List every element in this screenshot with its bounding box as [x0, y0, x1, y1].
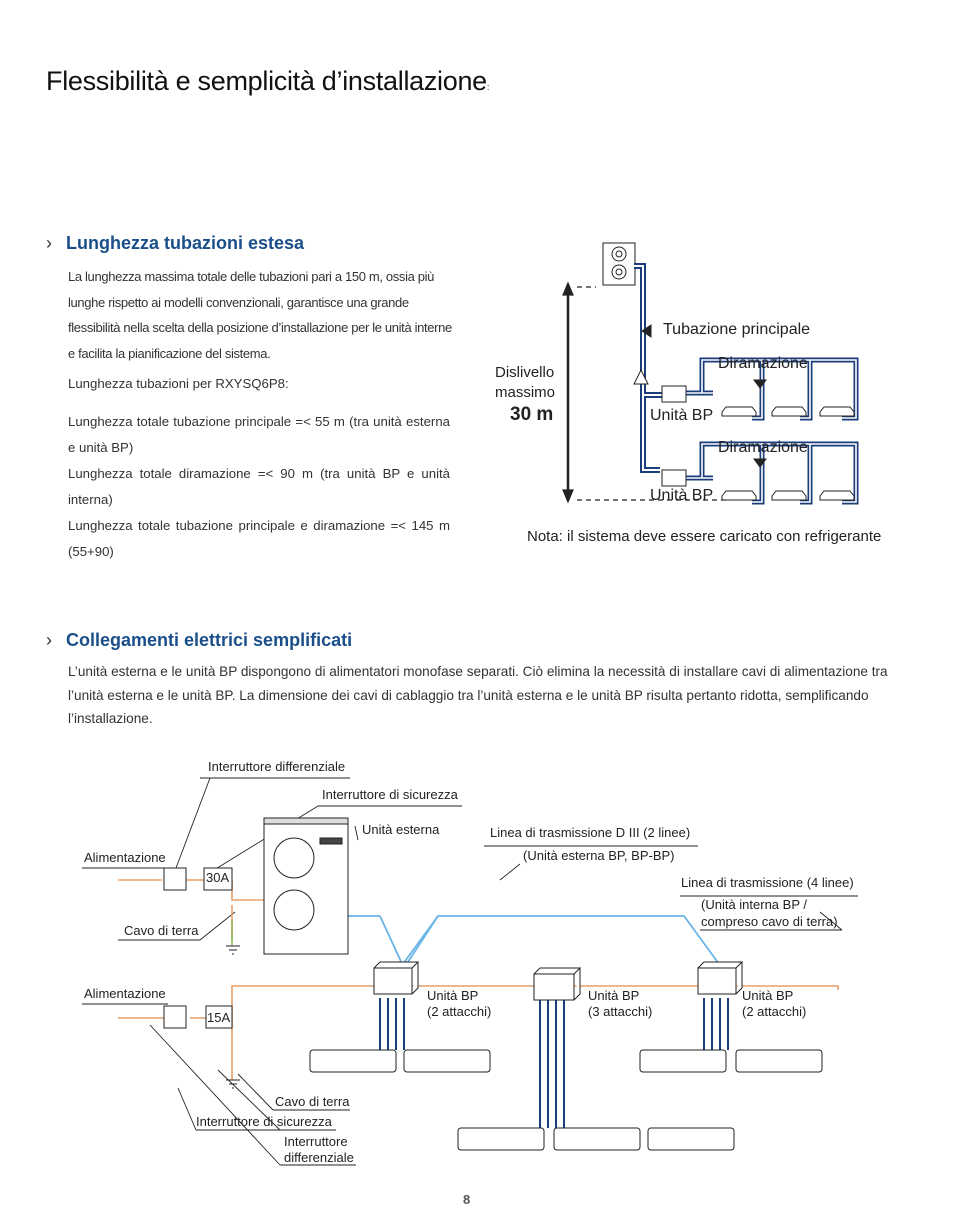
chevron-icon: › — [46, 233, 52, 253]
branch-label-1: Diramazione — [718, 355, 808, 372]
wiring-indoor — [379, 992, 729, 1128]
breaker-box-icon — [163, 1005, 187, 1029]
bp-unit-c-label-1: Unità BP — [742, 988, 794, 1003]
transmission-1-label: Linea di trasmissione D III (2 linee) — [490, 825, 691, 840]
indoor-unit-icon — [771, 406, 807, 417]
indoor-unit-icon — [647, 1127, 735, 1151]
bp-unit-c-label-2: (2 attacchi) — [742, 1004, 807, 1019]
leader-earth-2 — [237, 1073, 350, 1111]
chevron-icon: › — [46, 630, 52, 650]
bp-unit-a-label-1: Unità BP — [427, 988, 479, 1003]
bp-unit-a-label-2: (2 attacchi) — [427, 1004, 492, 1019]
outdoor-unit-label: Unità esterna — [362, 822, 440, 837]
arrow-left-icon — [641, 324, 652, 338]
bp-unit-icon — [661, 469, 687, 487]
specs-title: Lunghezza tubazioni per RXYSQ6P8: — [68, 376, 289, 391]
transmission-2-sub-1: (Unità interna BP / — [701, 897, 807, 912]
arrow-up-icon — [562, 281, 574, 296]
indoor-unit-icon — [309, 1049, 397, 1073]
ground-symbol-icon — [226, 945, 240, 955]
leader-earth-1 — [118, 911, 236, 941]
section-heading-piping: ›Lunghezza tubazioni estesa — [46, 233, 305, 253]
bp-unit-b-label-2: (3 attacchi) — [588, 1004, 653, 1019]
piping-units — [633, 324, 855, 501]
branch-label-2: Diramazione — [718, 439, 808, 456]
arrow-down-icon — [753, 458, 767, 468]
indoor-unit-icon — [735, 1049, 823, 1073]
page-number: 8 — [463, 1192, 471, 1207]
fan-icon — [273, 837, 315, 879]
transmission-2-label: Linea di trasmissione (4 linee) — [681, 875, 854, 890]
piping-diagram — [562, 242, 730, 504]
section-paragraph-piping: La lunghezza massima totale delle tubazi… — [68, 269, 452, 361]
transmission-1-sub: (Unità esterna BP, BP-BP) — [523, 848, 675, 863]
bp-unit-2b-icon — [697, 961, 744, 995]
bp-unit-label-1: Unità BP — [650, 407, 714, 424]
leader-outdoor — [354, 825, 359, 841]
bp-unit-label-2: Unità BP — [650, 487, 714, 504]
piping-note: Nota: il sistema deve essere caricato co… — [527, 528, 882, 545]
main-pipe-label: Tubazione principale — [663, 321, 811, 338]
section-paragraph-wiring: L’unità esterna e le unità BP dispongono… — [68, 664, 888, 726]
indoor-unit-icon — [721, 490, 757, 501]
leader-transmission-1 — [484, 845, 698, 881]
rcd-top-label: Interruttore differenziale — [208, 759, 346, 774]
wiring-leaders — [82, 777, 858, 1166]
indoor-unit-icon — [457, 1127, 545, 1151]
fuse-box-15a-icon — [205, 1005, 233, 1029]
wiring-symbols — [163, 817, 823, 1151]
bp-unit-2-icon — [373, 961, 420, 995]
bp-unit-icon — [661, 385, 687, 403]
leader-rcd-bottom — [149, 1024, 356, 1166]
fuse-15a-label: 15A — [207, 1010, 231, 1025]
level-diff-value: 30 m — [510, 404, 554, 425]
indoor-unit-icon — [403, 1049, 491, 1073]
fuse-30a-label: 30A — [206, 870, 230, 885]
arrow-down-icon — [562, 489, 574, 504]
level-diff-label-1: Dislivello — [495, 364, 555, 381]
rcd-bottom-label-2: differenziale — [284, 1150, 354, 1165]
bp-unit-3-icon — [533, 967, 582, 1001]
wiring-transmission — [344, 915, 723, 970]
page-title: Flessibilità e semplicità d’installazion… — [46, 66, 490, 96]
leader-transmission-2 — [680, 895, 858, 931]
piping-specs: Lunghezza tubazioni per RXYSQ6P8: Lunghe… — [68, 371, 450, 565]
spec-total: Lunghezza totale tubazione principale e … — [68, 518, 450, 559]
breaker-top-label: Interruttore di sicurezza — [322, 787, 458, 802]
piping-lines — [634, 263, 859, 505]
fan-icon — [273, 889, 315, 931]
section-heading-wiring: ›Collegamenti elettrici semplificati — [46, 630, 353, 650]
rcd-bottom-label-1: Interruttore — [284, 1134, 348, 1149]
indoor-unit-icon — [639, 1049, 727, 1073]
bp-unit-b-label-1: Unità BP — [588, 988, 640, 1003]
indoor-unit-icon — [553, 1127, 641, 1151]
breaker-bottom-label: Interruttore di sicurezza — [196, 1114, 332, 1129]
fuse-box-30a-icon — [203, 867, 233, 891]
transmission-2-sub-2: compreso cavo di terra) — [701, 914, 838, 929]
arrow-down-icon — [753, 379, 767, 389]
spec-branch: Lunghezza totale diramazione =< 90 m (tr… — [68, 466, 450, 507]
earth-cable-1-label: Cavo di terra — [124, 923, 199, 938]
indoor-unit-icon — [819, 490, 855, 501]
indoor-unit-icon — [819, 406, 855, 417]
power-supply-1-label: Alimentazione — [84, 850, 166, 865]
leader-rcd-top — [175, 777, 350, 869]
breaker-box-icon — [163, 867, 187, 891]
level-diff-label-2: massimo — [495, 384, 556, 401]
branch-joint-icon — [633, 368, 649, 385]
earth-cable-2-label: Cavo di terra — [275, 1094, 350, 1109]
ground-symbol-icon — [226, 1079, 240, 1089]
power-supply-2-label: Alimentazione — [84, 986, 166, 1001]
indoor-unit-icon — [721, 406, 757, 417]
spec-main-pipe: Lunghezza totale tubazione principale =<… — [68, 414, 450, 455]
indoor-unit-icon — [771, 490, 807, 501]
